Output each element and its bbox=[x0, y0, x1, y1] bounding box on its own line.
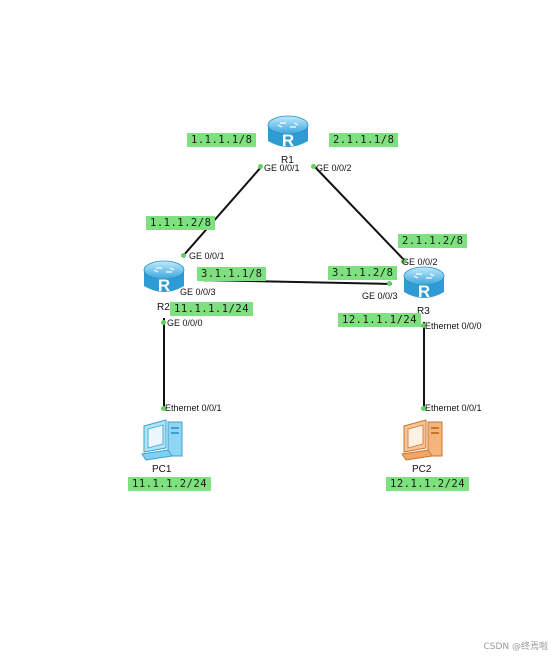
router-icon: R bbox=[403, 266, 445, 301]
router-icon: R bbox=[143, 260, 185, 295]
port-dot bbox=[401, 259, 406, 264]
port-label-r3-ge002: GE 0/0/2 bbox=[402, 257, 438, 267]
link-r1-r2 bbox=[182, 165, 263, 257]
pc1-name: PC1 bbox=[152, 464, 172, 475]
router-r1-name: R1 bbox=[281, 155, 294, 166]
port-dot bbox=[161, 320, 166, 325]
router-r3[interactable]: R bbox=[402, 264, 446, 304]
port-dot bbox=[311, 164, 316, 169]
ip-label-r1-ge001: 1.1.1.1/8 bbox=[187, 133, 257, 147]
ip-label-r2-ge000: 11.1.1.1/24 bbox=[170, 302, 254, 316]
router-r3-name: R3 bbox=[417, 306, 430, 317]
svg-text:R: R bbox=[158, 276, 170, 295]
ip-label-r3-eth000: 12.1.1.1/24 bbox=[338, 313, 422, 327]
router-r2[interactable]: R bbox=[142, 258, 186, 298]
ip-label-r3-ge002: 2.1.1.2/8 bbox=[398, 234, 468, 248]
pc-icon bbox=[141, 419, 183, 461]
port-label-r1-ge002: GE 0/0/2 bbox=[316, 163, 352, 173]
watermark: CSDN @终焉啦 bbox=[483, 642, 548, 652]
pc-pc2[interactable] bbox=[400, 418, 446, 462]
ip-label-pc2: 12.1.1.2/24 bbox=[386, 477, 470, 491]
port-dot bbox=[161, 406, 166, 411]
port-label-r2-ge003: GE 0/0/3 bbox=[180, 287, 216, 297]
ip-label-r1-ge002: 2.1.1.1/8 bbox=[329, 133, 399, 147]
port-dot bbox=[387, 281, 392, 286]
port-label-r2-ge000: GE 0/0/0 bbox=[167, 318, 203, 328]
ip-label-r2-ge001: 1.1.1.2/8 bbox=[146, 216, 216, 230]
ip-label-pc1: 11.1.1.2/24 bbox=[128, 477, 212, 491]
router-r2-name: R2 bbox=[157, 302, 170, 313]
ip-label-r3-ge003: 3.1.1.2/8 bbox=[328, 266, 398, 280]
pc2-name: PC2 bbox=[412, 464, 432, 475]
port-dot bbox=[421, 323, 426, 328]
port-label-r1-ge001: GE 0/0/1 bbox=[264, 163, 300, 173]
router-icon: R bbox=[267, 115, 309, 150]
port-dot bbox=[258, 164, 263, 169]
port-dot bbox=[181, 253, 186, 258]
port-label-pc2-eth001: Ethernet 0/0/1 bbox=[425, 403, 482, 413]
svg-text:R: R bbox=[282, 131, 294, 150]
svg-text:R: R bbox=[418, 282, 430, 301]
link-r1-r3 bbox=[313, 165, 407, 263]
port-label-r3-eth000: Ethernet 0/0/0 bbox=[425, 321, 482, 331]
port-label-r3-ge003: GE 0/0/3 bbox=[362, 291, 398, 301]
port-label-pc1-eth001: Ethernet 0/0/1 bbox=[165, 403, 222, 413]
pc-icon bbox=[401, 419, 443, 461]
ip-label-r2-ge003: 3.1.1.1/8 bbox=[197, 267, 267, 281]
port-label-r2-ge001: GE 0/0/1 bbox=[189, 251, 225, 261]
router-r1[interactable]: R bbox=[266, 113, 310, 153]
pc-pc1[interactable] bbox=[140, 418, 186, 462]
port-dot bbox=[421, 406, 426, 411]
